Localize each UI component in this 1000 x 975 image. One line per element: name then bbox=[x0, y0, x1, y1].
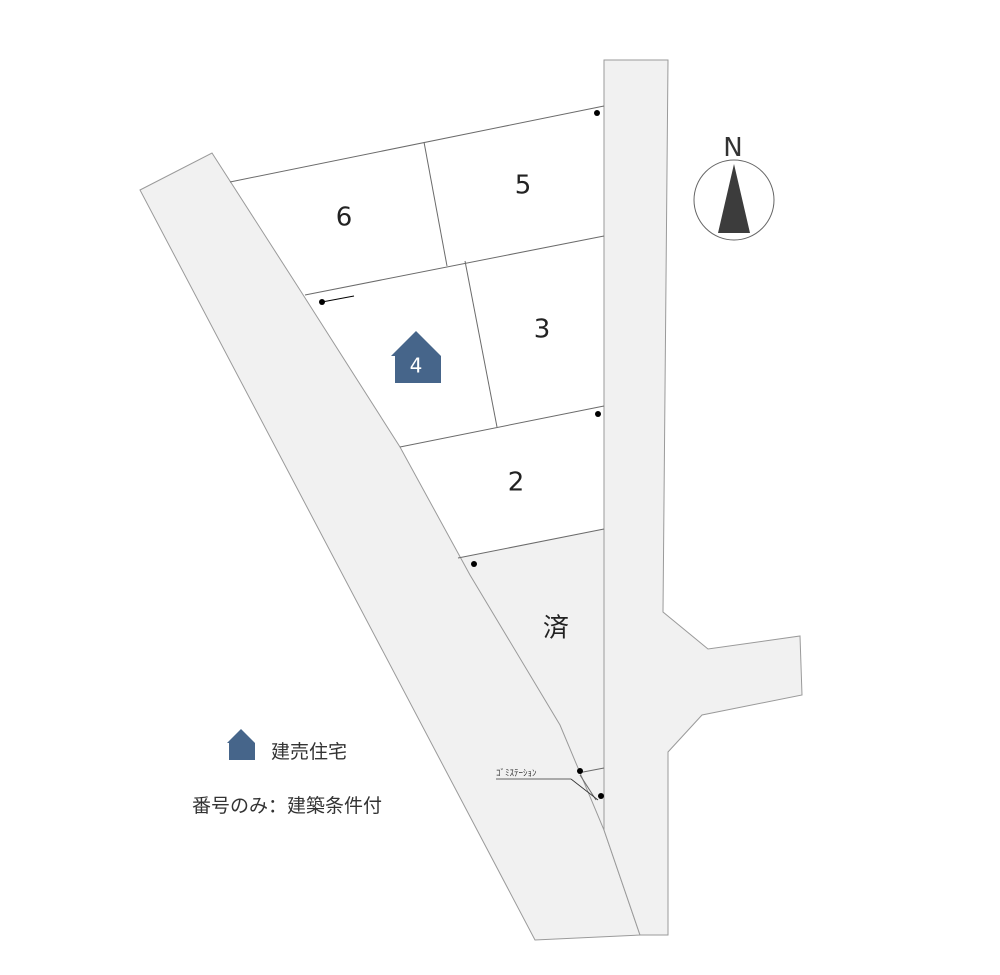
boundary-markers bbox=[319, 110, 604, 799]
lot-5-label[interactable]: 5 bbox=[515, 171, 532, 201]
road-vertical bbox=[603, 59, 803, 936]
lot-3-label[interactable]: 3 bbox=[534, 315, 551, 345]
lot-4-house-icon[interactable]: 4 bbox=[391, 331, 441, 383]
lot-6-label[interactable]: 6 bbox=[336, 203, 353, 233]
legend: 建売住宅 番号のみ：建築条件付 bbox=[192, 729, 382, 817]
lot-4-label: 4 bbox=[410, 354, 423, 378]
lot-sold-label: 済 bbox=[543, 614, 569, 644]
road-diagonal bbox=[139, 152, 641, 941]
north-arrow-icon bbox=[718, 164, 750, 233]
legend-house-icon bbox=[227, 729, 255, 760]
lot-2-label[interactable]: 2 bbox=[508, 468, 525, 498]
garbage-station: ｺﾞﾐｽﾃｰｼｮﾝ bbox=[496, 768, 599, 801]
compass-north-letter: N bbox=[723, 133, 742, 163]
garbage-station-label: ｺﾞﾐｽﾃｰｼｮﾝ bbox=[496, 768, 537, 779]
legend-number-only: 番号のみ：建築条件付 bbox=[192, 795, 382, 817]
legend-built-for-sale: 建売住宅 bbox=[271, 741, 347, 763]
north-compass: N bbox=[693, 133, 775, 241]
